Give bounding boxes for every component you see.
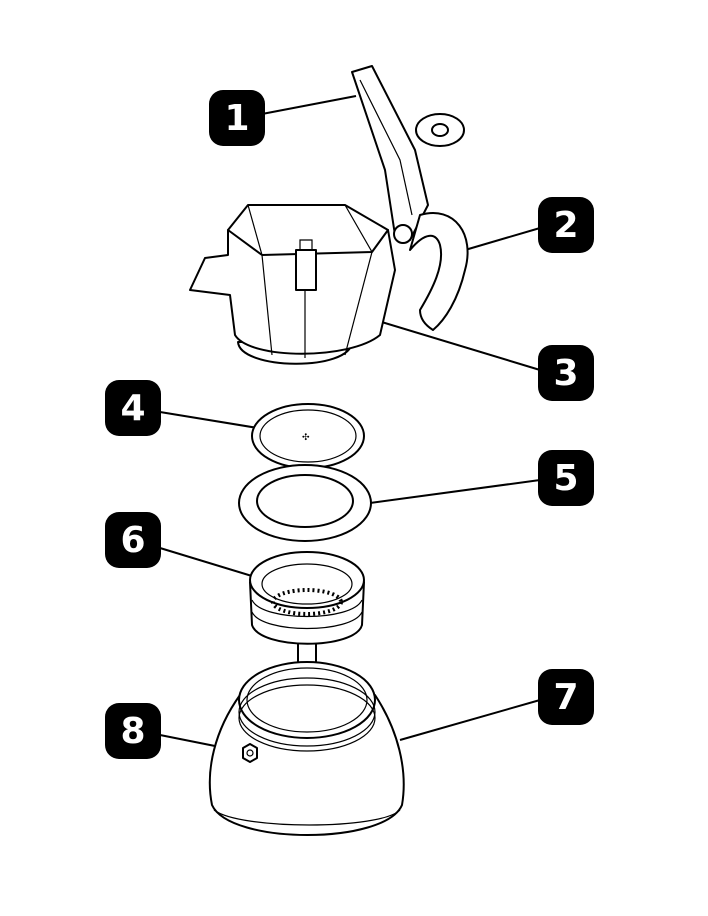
- leader-line-2: [464, 227, 541, 251]
- lid-part: [351, 65, 465, 244]
- callout-1: 1: [209, 90, 265, 146]
- safety-valve-part: [242, 743, 258, 763]
- leader-line-5: [369, 479, 541, 504]
- callout-7: 7: [538, 669, 594, 725]
- callout-3: 3: [538, 345, 594, 401]
- callout-4: 4: [105, 380, 161, 436]
- funnel-filter-part: [249, 551, 365, 681]
- boiler-part: [208, 661, 405, 836]
- callout-8: 8: [105, 703, 161, 759]
- leader-line-3: [374, 319, 541, 371]
- handle-part: [409, 212, 469, 331]
- leader-line-1: [261, 95, 357, 115]
- svg-text:✣: ✣: [302, 433, 310, 443]
- callout-6: 6: [105, 512, 161, 568]
- gasket-part: [238, 464, 372, 542]
- callout-2: 2: [538, 197, 594, 253]
- upper-chamber-part: [189, 204, 396, 365]
- leader-line-6: [159, 547, 266, 581]
- leader-line-7: [399, 699, 541, 741]
- filter-plate-part: ✣: [251, 403, 365, 469]
- leader-lines: [159, 95, 541, 753]
- callout-5: 5: [538, 450, 594, 506]
